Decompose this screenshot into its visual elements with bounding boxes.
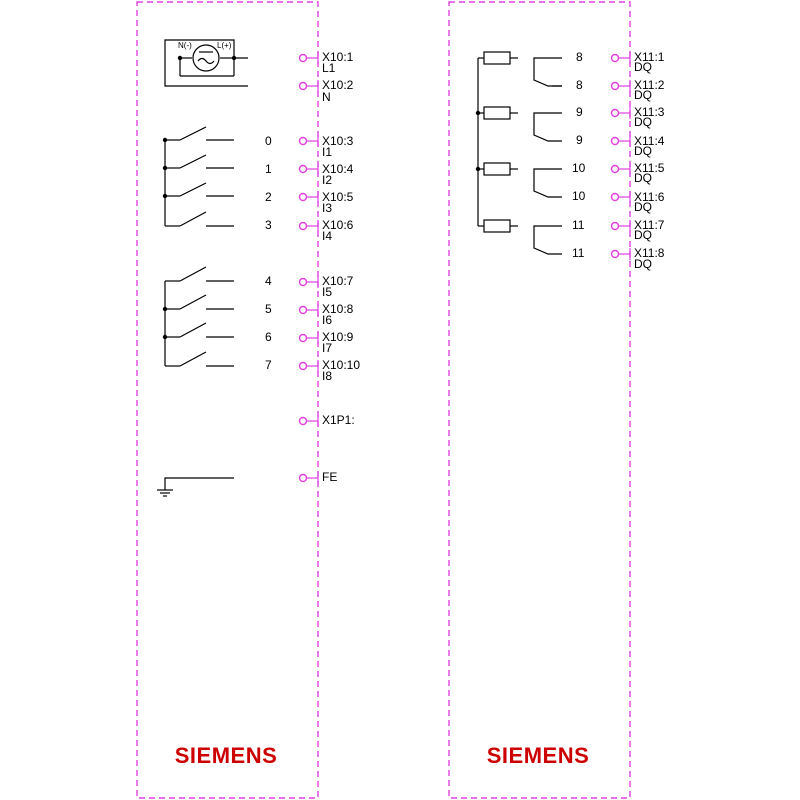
relay-number: 9 bbox=[576, 105, 583, 119]
terminal-x11-6[interactable]: X11:6 DQ bbox=[610, 190, 665, 214]
terminal-signal-label: DQ bbox=[634, 171, 652, 185]
relay-number: 8 bbox=[576, 50, 583, 64]
terminal-signal-label: DQ bbox=[634, 144, 652, 158]
relay-output-8: 8 8 bbox=[478, 50, 583, 92]
terminal-signal-label: I4 bbox=[322, 229, 332, 243]
relay-output-11: 11 11 bbox=[478, 218, 585, 260]
terminal-pin-label: FE bbox=[322, 470, 337, 484]
terminal-fe[interactable]: FE bbox=[298, 470, 338, 484]
input-number: 5 bbox=[265, 302, 272, 316]
terminal-signal-label: DQ bbox=[634, 228, 652, 242]
relay-coil-icon bbox=[483, 219, 511, 233]
terminal-signal-label: DQ bbox=[634, 257, 652, 271]
input-group-a: 0 1 2 3 bbox=[162, 126, 272, 232]
terminal-pin-label: X1P1: bbox=[322, 413, 355, 427]
terminal-x11-3[interactable]: X11:3 DQ bbox=[610, 105, 665, 129]
input-number: 0 bbox=[265, 134, 272, 148]
terminal-signal-label: I7 bbox=[322, 341, 332, 355]
terminal-pin-label: X10:8 bbox=[322, 302, 354, 316]
terminal-signal-label: I3 bbox=[322, 201, 332, 215]
input-group-b: 4 5 6 7 bbox=[162, 266, 272, 372]
ac-source-icon bbox=[192, 44, 220, 72]
terminal-x10-4[interactable]: X10:4 I2 bbox=[298, 162, 354, 187]
terminal-pin-label: X10:7 bbox=[322, 274, 354, 288]
relay-number: 9 bbox=[576, 133, 583, 147]
ground-icon bbox=[157, 489, 173, 497]
terminal-x11-2[interactable]: X11:2 DQ bbox=[610, 78, 665, 102]
right-module-frame bbox=[448, 1, 631, 799]
relay-coil-bus bbox=[475, 58, 481, 226]
terminal-signal-label: DQ bbox=[634, 115, 652, 129]
terminal-signal-label: DQ bbox=[634, 88, 652, 102]
input-number: 3 bbox=[265, 218, 272, 232]
terminal-pin-label: X11:3 bbox=[634, 105, 665, 119]
relay-output-10: 10 10 bbox=[478, 161, 586, 203]
terminal-pin-label: X11:6 bbox=[634, 190, 665, 204]
terminal-pin-label: X10:5 bbox=[322, 190, 354, 204]
relay-coil-icon bbox=[483, 106, 511, 120]
terminal-x10-7[interactable]: X10:7 I5 bbox=[298, 274, 354, 299]
input-number: 7 bbox=[265, 358, 272, 372]
siemens-logo: SIEMENS bbox=[175, 743, 278, 768]
terminal-pin-label: X10:6 bbox=[322, 218, 354, 232]
terminal-x10-10[interactable]: X10:10 I8 bbox=[298, 358, 361, 383]
supply-pos-label: L(+) bbox=[217, 41, 232, 50]
terminal-x10-5[interactable]: X10:5 I3 bbox=[298, 190, 354, 215]
terminal-x10-9[interactable]: X10:9 I7 bbox=[298, 330, 354, 355]
terminal-x11-4[interactable]: X11:4 DQ bbox=[610, 134, 665, 158]
terminal-signal-label: I1 bbox=[322, 145, 332, 159]
terminal-x1p1[interactable]: X1P1: bbox=[298, 413, 355, 427]
terminal-pin-label: X10:4 bbox=[322, 162, 354, 176]
terminal-signal-label: I6 bbox=[322, 313, 332, 327]
input-number: 6 bbox=[265, 330, 272, 344]
relay-number: 10 bbox=[572, 189, 586, 203]
input-number: 1 bbox=[265, 162, 272, 176]
relay-number: 11 bbox=[572, 218, 585, 232]
terminal-signal-label: I5 bbox=[322, 285, 332, 299]
supply-neg-label: N(-) bbox=[178, 41, 192, 50]
relay-number: 11 bbox=[572, 246, 585, 260]
relay-number: 8 bbox=[576, 78, 583, 92]
terminal-x11-7[interactable]: X11:7 DQ bbox=[610, 218, 665, 242]
terminal-signal-label: N bbox=[322, 90, 331, 104]
terminal-signal-label: DQ bbox=[634, 200, 652, 214]
terminal-pin-label: X10:2 bbox=[322, 78, 354, 92]
relay-number: 10 bbox=[572, 161, 586, 175]
siemens-logo: SIEMENS bbox=[487, 743, 590, 768]
left-module-frame bbox=[136, 1, 319, 799]
terminal-x11-8[interactable]: X11:8 DQ bbox=[610, 246, 665, 271]
terminal-pin-label: X11:2 bbox=[634, 78, 665, 92]
terminal-pin-label: X10:10 bbox=[322, 358, 360, 372]
terminal-signal-label: I2 bbox=[322, 173, 332, 187]
terminal-x10-1[interactable]: X10:1 L1 bbox=[298, 50, 354, 75]
relay-coil-icon bbox=[483, 162, 511, 176]
terminal-signal-label: I8 bbox=[322, 369, 332, 383]
relay-coil-icon bbox=[483, 51, 511, 65]
terminal-pin-label: X10:9 bbox=[322, 330, 354, 344]
terminal-signal-label: DQ bbox=[634, 60, 652, 74]
terminal-pin-label: X10:1 bbox=[322, 50, 354, 64]
input-number: 2 bbox=[265, 190, 272, 204]
power-supply-circuit: N(-) L(+) bbox=[164, 39, 248, 87]
terminal-pin-label: X11:8 bbox=[634, 246, 665, 260]
terminal-x11-5[interactable]: X11:5 DQ bbox=[610, 161, 665, 185]
terminal-pin-label: X10:3 bbox=[322, 134, 354, 148]
terminal-x10-8[interactable]: X10:8 I6 bbox=[298, 302, 354, 327]
functional-earth-circuit bbox=[157, 477, 234, 497]
terminal-pin-label: X11:1 bbox=[634, 50, 665, 64]
terminal-x10-3[interactable]: X10:3 I1 bbox=[298, 134, 354, 159]
terminal-x10-2[interactable]: X10:2 N bbox=[298, 78, 354, 104]
terminal-pin-label: X11:4 bbox=[634, 134, 665, 148]
terminal-pin-label: X11:5 bbox=[634, 161, 665, 175]
terminal-signal-label: L1 bbox=[322, 61, 336, 75]
terminal-x11-1[interactable]: X11:1 DQ bbox=[610, 50, 665, 74]
relay-output-9: 9 9 bbox=[478, 105, 583, 147]
terminal-x10-6[interactable]: X10:6 I4 bbox=[298, 218, 354, 243]
input-number: 4 bbox=[265, 274, 272, 288]
terminal-pin-label: X11:7 bbox=[634, 218, 665, 232]
